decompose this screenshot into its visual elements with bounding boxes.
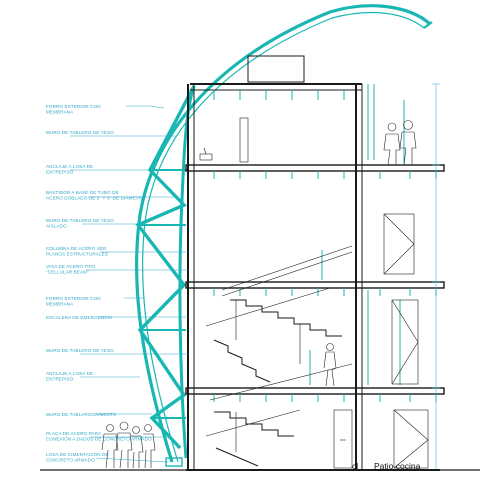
annotation-leaders: [70, 105, 188, 463]
note-escalera: ESCALERA DE EMERGENCIA: [46, 315, 113, 320]
human-figures: [101, 120, 417, 469]
right-panels: [383, 213, 429, 469]
building-section: [185, 55, 445, 471]
note-muro-yeso-1: MURO DE TABLERO DE YESO: [46, 130, 114, 135]
label-cl: cl: [352, 461, 358, 471]
bent-tube-frame: [135, 4, 433, 467]
label-patio-cocina: Patio cocina: [374, 461, 421, 471]
emergency-stair: [205, 245, 353, 467]
note-muro-tablaroca: MURO DE TABLAROCA/MENTO: [46, 412, 117, 417]
note-muro-yeso-2: MURO DE TABLERO DE YESO: [46, 348, 114, 353]
ceiling-hangers: [213, 90, 437, 402]
note-viga-acero: VIGA DE ACERO TIPO"CELLULAR BEAM": [46, 264, 96, 274]
floor-slabs: [185, 164, 445, 471]
